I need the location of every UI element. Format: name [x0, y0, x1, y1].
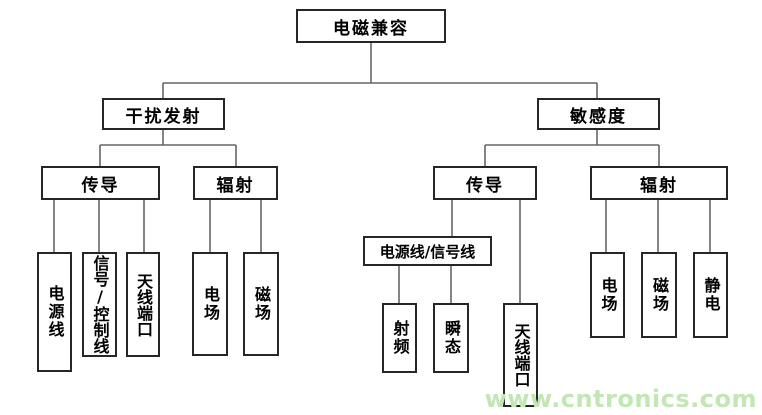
- node-esd: 静电: [693, 252, 728, 338]
- node-rf: 射频: [382, 303, 417, 373]
- node-interference-emission: 干扰发射: [102, 98, 225, 130]
- node-power-line: 电源线: [37, 252, 72, 372]
- node-susceptibility: 敏感度: [537, 98, 660, 130]
- node-magnetic-field-emission: 磁场: [243, 252, 279, 356]
- node-signal-control-line: 信号/控制线: [82, 252, 117, 357]
- node-antenna-port-susceptibility: 天线端口: [503, 303, 538, 407]
- node-emc-root: 电磁兼容: [296, 9, 446, 43]
- node-susceptibility-radiation: 辐射: [590, 166, 728, 200]
- node-emission-radiation: 辐射: [193, 166, 278, 200]
- node-susceptibility-conduction: 传导: [433, 166, 537, 200]
- node-transient: 瞬态: [433, 303, 469, 373]
- node-electric-field-emission: 电场: [192, 252, 228, 356]
- node-magnetic-field-susceptibility: 磁场: [641, 252, 677, 338]
- node-antenna-port-emission: 天线端口: [126, 252, 160, 357]
- watermark-text: www.cntronics.com: [484, 385, 757, 413]
- node-electric-field-susceptibility: 电场: [590, 252, 625, 338]
- node-power-signal-line: 电源线/信号线: [363, 236, 492, 266]
- node-emission-conduction: 传导: [41, 166, 160, 200]
